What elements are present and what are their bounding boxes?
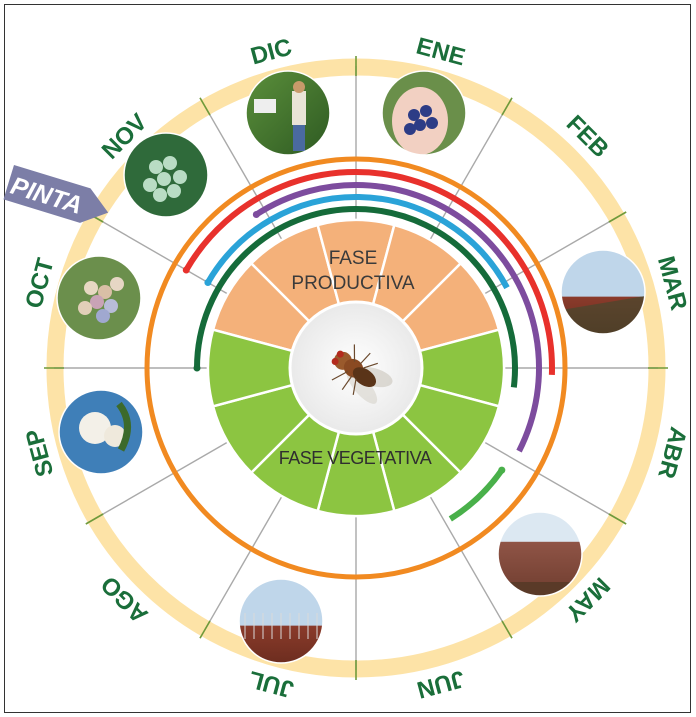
green-berries-photo	[124, 133, 208, 217]
productive-phase-label-line2: PRODUCTIVA	[291, 273, 414, 294]
month-label-dic: DIC	[248, 34, 295, 71]
purple-period-arc-start-dot	[253, 211, 260, 218]
bare-bushes-photo	[498, 512, 582, 596]
dormant-field-photo	[239, 579, 323, 663]
lightgreen-period-arc-start-dot	[498, 467, 505, 474]
vegetative-phase-label: FASE VEGETATIVA	[279, 448, 432, 468]
blue-period-arc-start-dot	[204, 279, 211, 286]
lightgreen-period-arc	[450, 470, 501, 519]
month-divider	[484, 442, 617, 519]
productive-phase-label-line1: FASE	[329, 248, 378, 269]
hand-with-blueberries-photo	[382, 71, 466, 155]
month-label-sep: SEP	[21, 426, 60, 479]
person-in-orchard-photo	[246, 71, 330, 155]
blueberry-rows-photo	[561, 250, 645, 334]
blueberry-flowers-photo	[59, 390, 143, 474]
month-divider	[430, 496, 507, 629]
month-label-jul: JUL	[246, 665, 297, 703]
month-label-jun: JUN	[414, 665, 467, 704]
darkgreen-period-arc-start-dot	[194, 365, 201, 372]
red-period-arc-start-dot	[183, 267, 190, 274]
pinta-berries-photo	[57, 256, 141, 340]
